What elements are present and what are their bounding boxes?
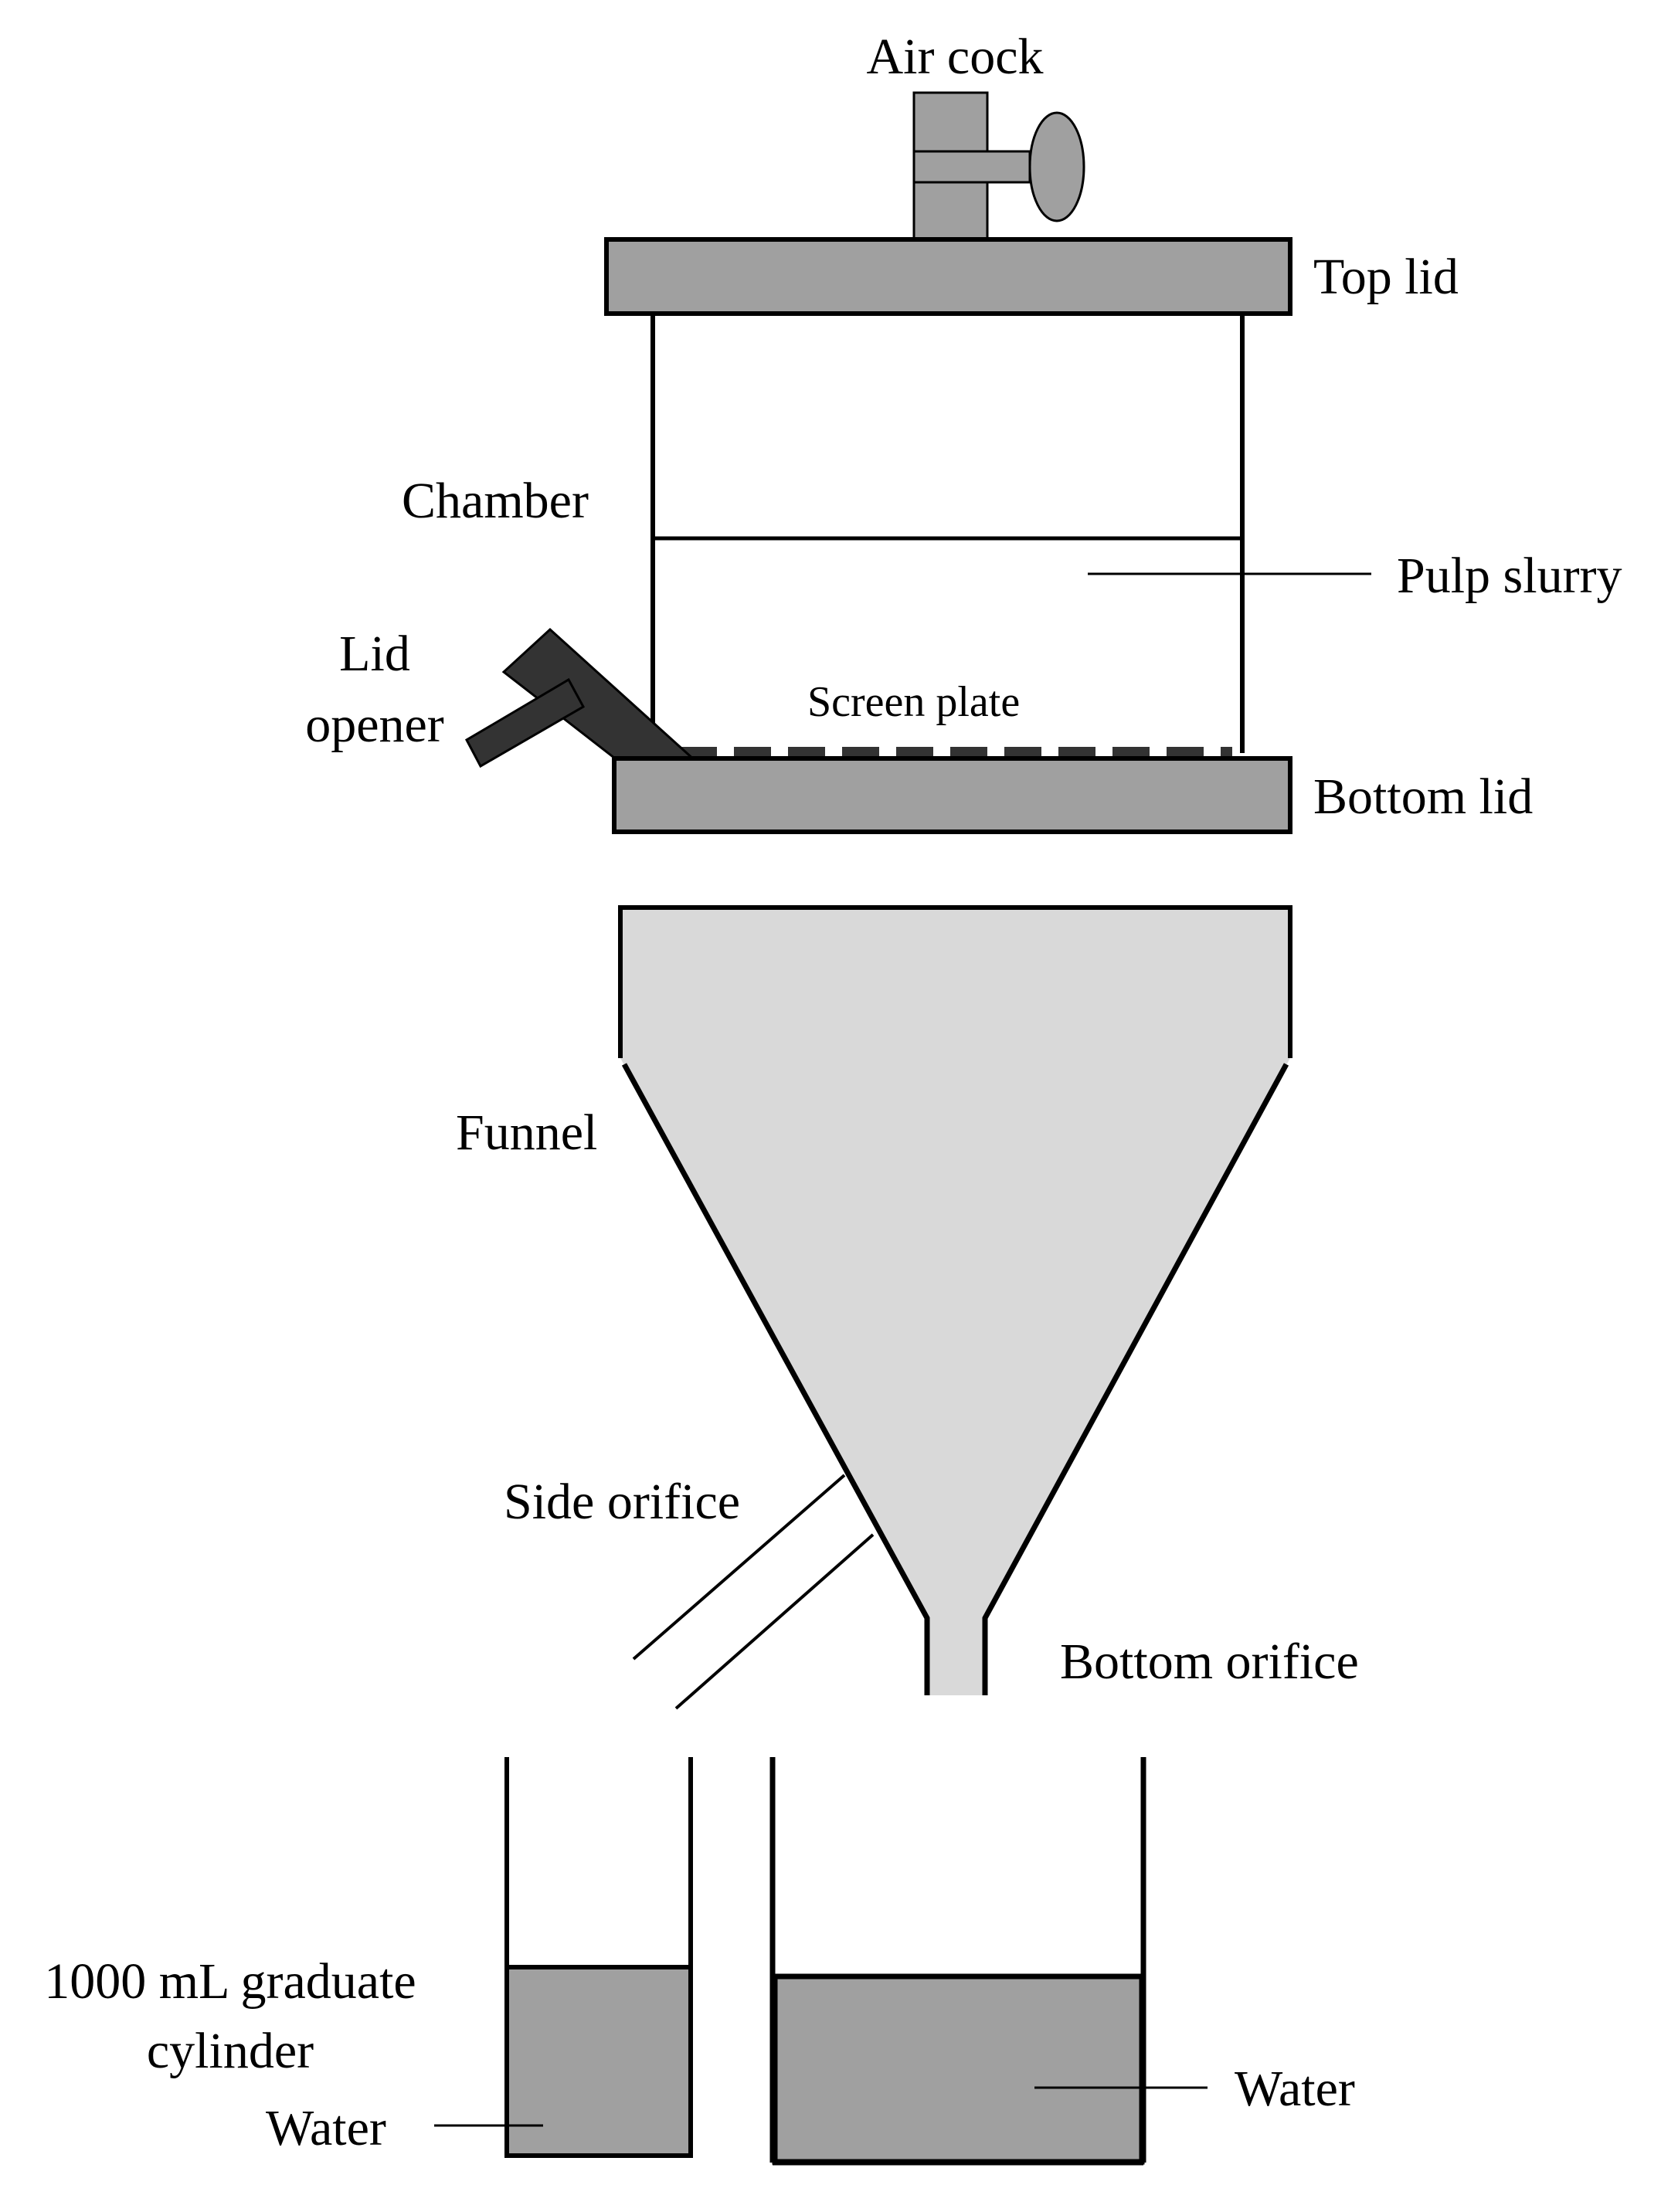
bottom-orifice-label: Bottom orifice <box>1060 1634 1359 1690</box>
top-lid-label: Top lid <box>1313 249 1459 305</box>
water-left <box>504 1965 693 2158</box>
water-left-label: Water <box>266 2100 386 2156</box>
cylinder-label-line1: 1000 mL graduate <box>44 1953 416 2010</box>
funnel-side-left <box>621 1063 930 1695</box>
side-orifice-label: Side orifice <box>504 1474 740 1530</box>
air-cock-knob <box>1028 111 1085 222</box>
water-right <box>772 1973 1145 2165</box>
air-cock <box>912 91 1085 241</box>
funnel-outline-left <box>618 905 1292 1058</box>
lid-opener <box>465 627 698 768</box>
bottom-lid <box>612 756 1292 834</box>
chamber <box>650 314 1245 753</box>
bottom-container <box>769 1757 1146 2166</box>
bottom-lid-label: Bottom lid <box>1313 768 1533 825</box>
top-lid <box>604 237 1292 316</box>
air-cock-label: Air cock <box>866 29 1043 85</box>
lid-opener-label-line1: Lid <box>339 626 410 682</box>
pulp-slurry-label: Pulp slurry <box>1397 548 1622 604</box>
graduate-cylinder <box>504 1757 693 2158</box>
funnel-side-right <box>982 1063 1289 1695</box>
lid-opener-label-line2: opener <box>305 697 444 753</box>
chamber-label: Chamber <box>402 473 589 529</box>
water-right-label: Water <box>1235 2061 1355 2117</box>
air-cock-stem <box>912 150 1031 184</box>
screen-plate-label: Screen plate <box>807 678 1020 726</box>
cylinder-label-line2: cylinder <box>147 2023 314 2079</box>
funnel <box>620 908 1290 1695</box>
funnel-label: Funnel <box>456 1104 597 1161</box>
side-orifice-spout <box>632 1474 875 1710</box>
